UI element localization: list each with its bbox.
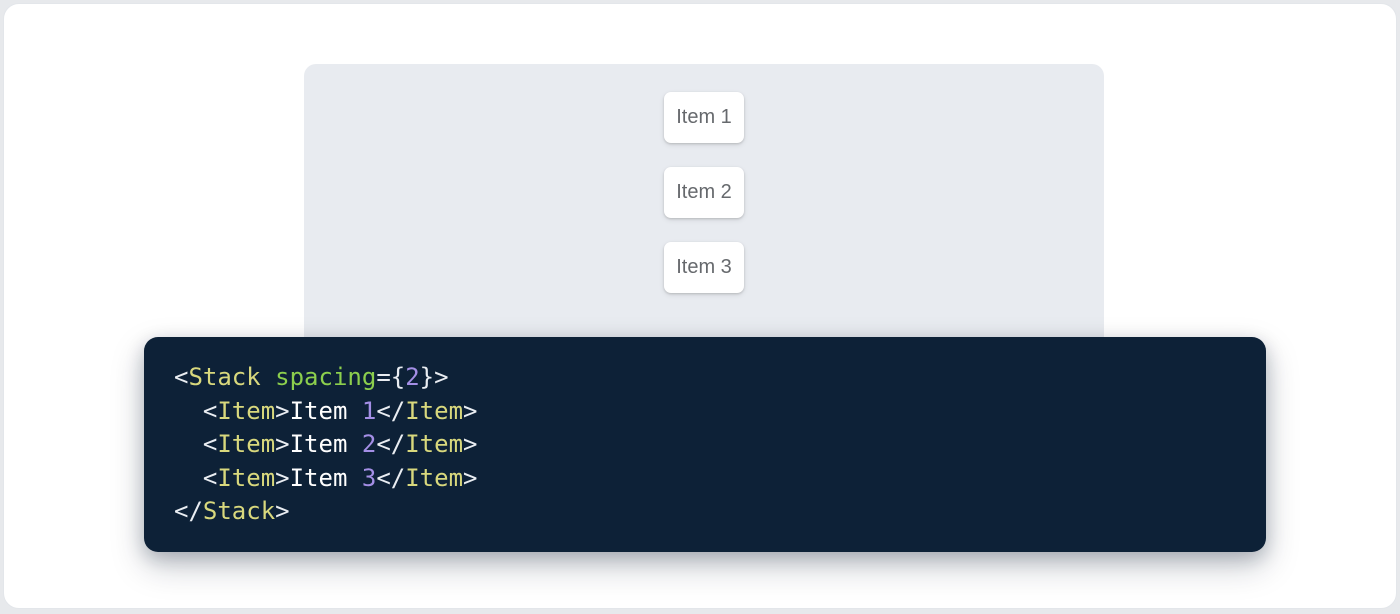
code-line: <Stack spacing={2}>	[174, 363, 449, 391]
page-background: Item 1 Item 2 Item 3 <Stack spacing={2}> <…	[3, 3, 1397, 609]
code-line: <Item>Item 2</Item>	[202, 430, 478, 459]
code-line: <Item>Item 3</Item>	[202, 463, 478, 492]
stack-item: Item 3	[664, 242, 744, 293]
code-block: <Stack spacing={2}> <Item>Item 1</Item> …	[144, 337, 1266, 552]
code-content: <Stack spacing={2}> <Item>Item 1</Item> …	[174, 361, 1242, 529]
stack-item: Item 1	[664, 92, 744, 143]
stack-item: Item 2	[664, 167, 744, 218]
stack-demo-panel: Item 1 Item 2 Item 3	[304, 64, 1104, 364]
code-line: <Item>Item 1</Item>	[202, 396, 478, 425]
code-line: </Stack>	[174, 497, 290, 526]
